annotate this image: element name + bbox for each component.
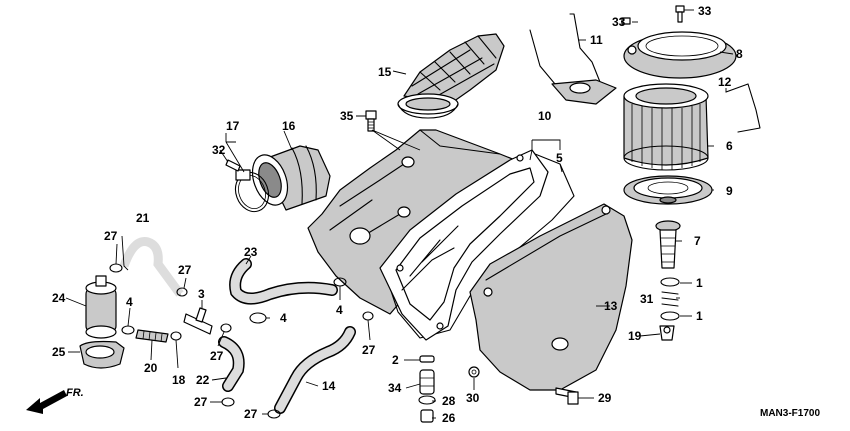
- part-27-clip-c[interactable]: [220, 323, 232, 333]
- part-3-tee-joint[interactable]: [183, 307, 213, 335]
- part-27-clip-a[interactable]: [109, 263, 123, 273]
- part-25-holder-band[interactable]: [79, 340, 125, 369]
- callout-11: 11: [590, 33, 603, 47]
- callout-15: 15: [378, 65, 392, 79]
- callout-25: 25: [52, 345, 66, 359]
- callout-13: 13: [604, 299, 618, 313]
- callout-34: 34: [388, 381, 402, 395]
- callout-16: 16: [282, 119, 296, 133]
- part-1-clip-lower[interactable]: [660, 311, 680, 321]
- part-28-clip[interactable]: [418, 395, 436, 405]
- callout-33-left: 33: [612, 15, 626, 29]
- part-24-separator[interactable]: [85, 275, 117, 339]
- callout-27-a: 27: [104, 229, 118, 243]
- callout-33-right: 33: [698, 4, 712, 18]
- part-8-element-cover[interactable]: [623, 31, 737, 79]
- part-23-hose[interactable]: [229, 258, 338, 305]
- part-27-clip-e[interactable]: [362, 311, 374, 321]
- part-21-hose[interactable]: [119, 237, 184, 297]
- callout-27-b: 27: [178, 263, 192, 277]
- part-31-spring[interactable]: [661, 291, 679, 307]
- callout-1-upper: 1: [696, 276, 703, 290]
- callout-31: 31: [640, 292, 654, 306]
- part-27-clip-b[interactable]: [176, 287, 188, 297]
- callout-23: 23: [244, 245, 258, 259]
- callout-5: 5: [556, 151, 563, 165]
- part-12-clip[interactable]: [725, 83, 761, 133]
- callout-14: 14: [322, 379, 336, 393]
- callout-3: 3: [198, 287, 205, 301]
- callout-27-d: 27: [194, 395, 208, 409]
- callout-17: 17: [226, 119, 240, 133]
- callout-28: 28: [442, 394, 456, 408]
- callout-19: 19: [628, 329, 642, 343]
- part-7-valve[interactable]: [655, 220, 681, 269]
- callout-22: 22: [196, 373, 210, 387]
- part-33-screw-left[interactable]: [621, 17, 631, 25]
- callout-8: 8: [736, 47, 743, 61]
- part-10-frame[interactable]: [379, 149, 549, 341]
- callout-27-c: 27: [210, 349, 224, 363]
- callout-29: 29: [598, 391, 612, 405]
- part-34-drain-tube[interactable]: [419, 369, 435, 395]
- callout-4-b: 4: [280, 311, 287, 325]
- callout-4-a: 4: [126, 295, 133, 309]
- callout-12: 12: [718, 75, 732, 89]
- callout-27-f: 27: [244, 407, 258, 421]
- part-20-hose[interactable]: [135, 329, 169, 343]
- callout-4-c: 4: [336, 303, 343, 317]
- callout-9: 9: [726, 184, 733, 198]
- part-30-collar[interactable]: [468, 366, 480, 378]
- callout-35: 35: [340, 109, 354, 123]
- callout-6: 6: [726, 139, 733, 153]
- callout-18: 18: [172, 373, 186, 387]
- part-13-cover[interactable]: [469, 203, 633, 391]
- callout-24: 24: [52, 291, 66, 305]
- part-22-hose[interactable]: [218, 336, 245, 392]
- callout-1-lower: 1: [696, 309, 703, 323]
- part-2-clip[interactable]: [419, 355, 435, 363]
- part-6-filter-element[interactable]: [623, 83, 709, 171]
- callout-32: 32: [212, 143, 226, 157]
- part-29-bolt[interactable]: [555, 387, 579, 405]
- part-27-clip-f[interactable]: [267, 409, 281, 419]
- part-4-clip-a[interactable]: [121, 325, 135, 335]
- part-9-seat[interactable]: [623, 175, 713, 205]
- part-11-holder[interactable]: [529, 13, 617, 105]
- part-32-clamp-screw[interactable]: [225, 159, 241, 172]
- part-33-screw-right[interactable]: [675, 5, 685, 23]
- callout-numbers: 15 35 16 17 32 10 5 11 33 33 8 12 6 9 7 …: [52, 4, 743, 425]
- part-35-bolt[interactable]: [365, 110, 377, 132]
- part-18-clip[interactable]: [170, 331, 182, 341]
- direction-indicator: FR.: [26, 387, 84, 414]
- part-26-plug[interactable]: [420, 409, 434, 423]
- part-19-cap[interactable]: [659, 325, 675, 341]
- part-27-clip-d[interactable]: [221, 397, 235, 407]
- callout-20: 20: [144, 361, 158, 375]
- callout-30: 30: [466, 391, 480, 405]
- callout-27-e: 27: [362, 343, 376, 357]
- callout-2: 2: [392, 353, 399, 367]
- callout-21: 21: [136, 211, 150, 225]
- diagram-code: MAN3-F1700: [760, 408, 820, 419]
- arrow-front-left-icon: [26, 390, 67, 414]
- callout-26: 26: [442, 411, 456, 425]
- part-1-clip-upper[interactable]: [660, 277, 680, 287]
- air-cleaner-housing[interactable]: [307, 129, 521, 315]
- part-17-band-clamp[interactable]: [230, 168, 274, 217]
- part-15-intake-boot[interactable]: [397, 33, 505, 119]
- part-4-clip-b[interactable]: [249, 312, 267, 324]
- part-16-connector-tube[interactable]: [246, 145, 331, 211]
- direction-label: FR.: [66, 387, 84, 399]
- callout-10: 10: [538, 109, 552, 123]
- part-14-hose[interactable]: [274, 326, 356, 414]
- leader-lines: [65, 9, 734, 419]
- callout-7: 7: [694, 234, 701, 248]
